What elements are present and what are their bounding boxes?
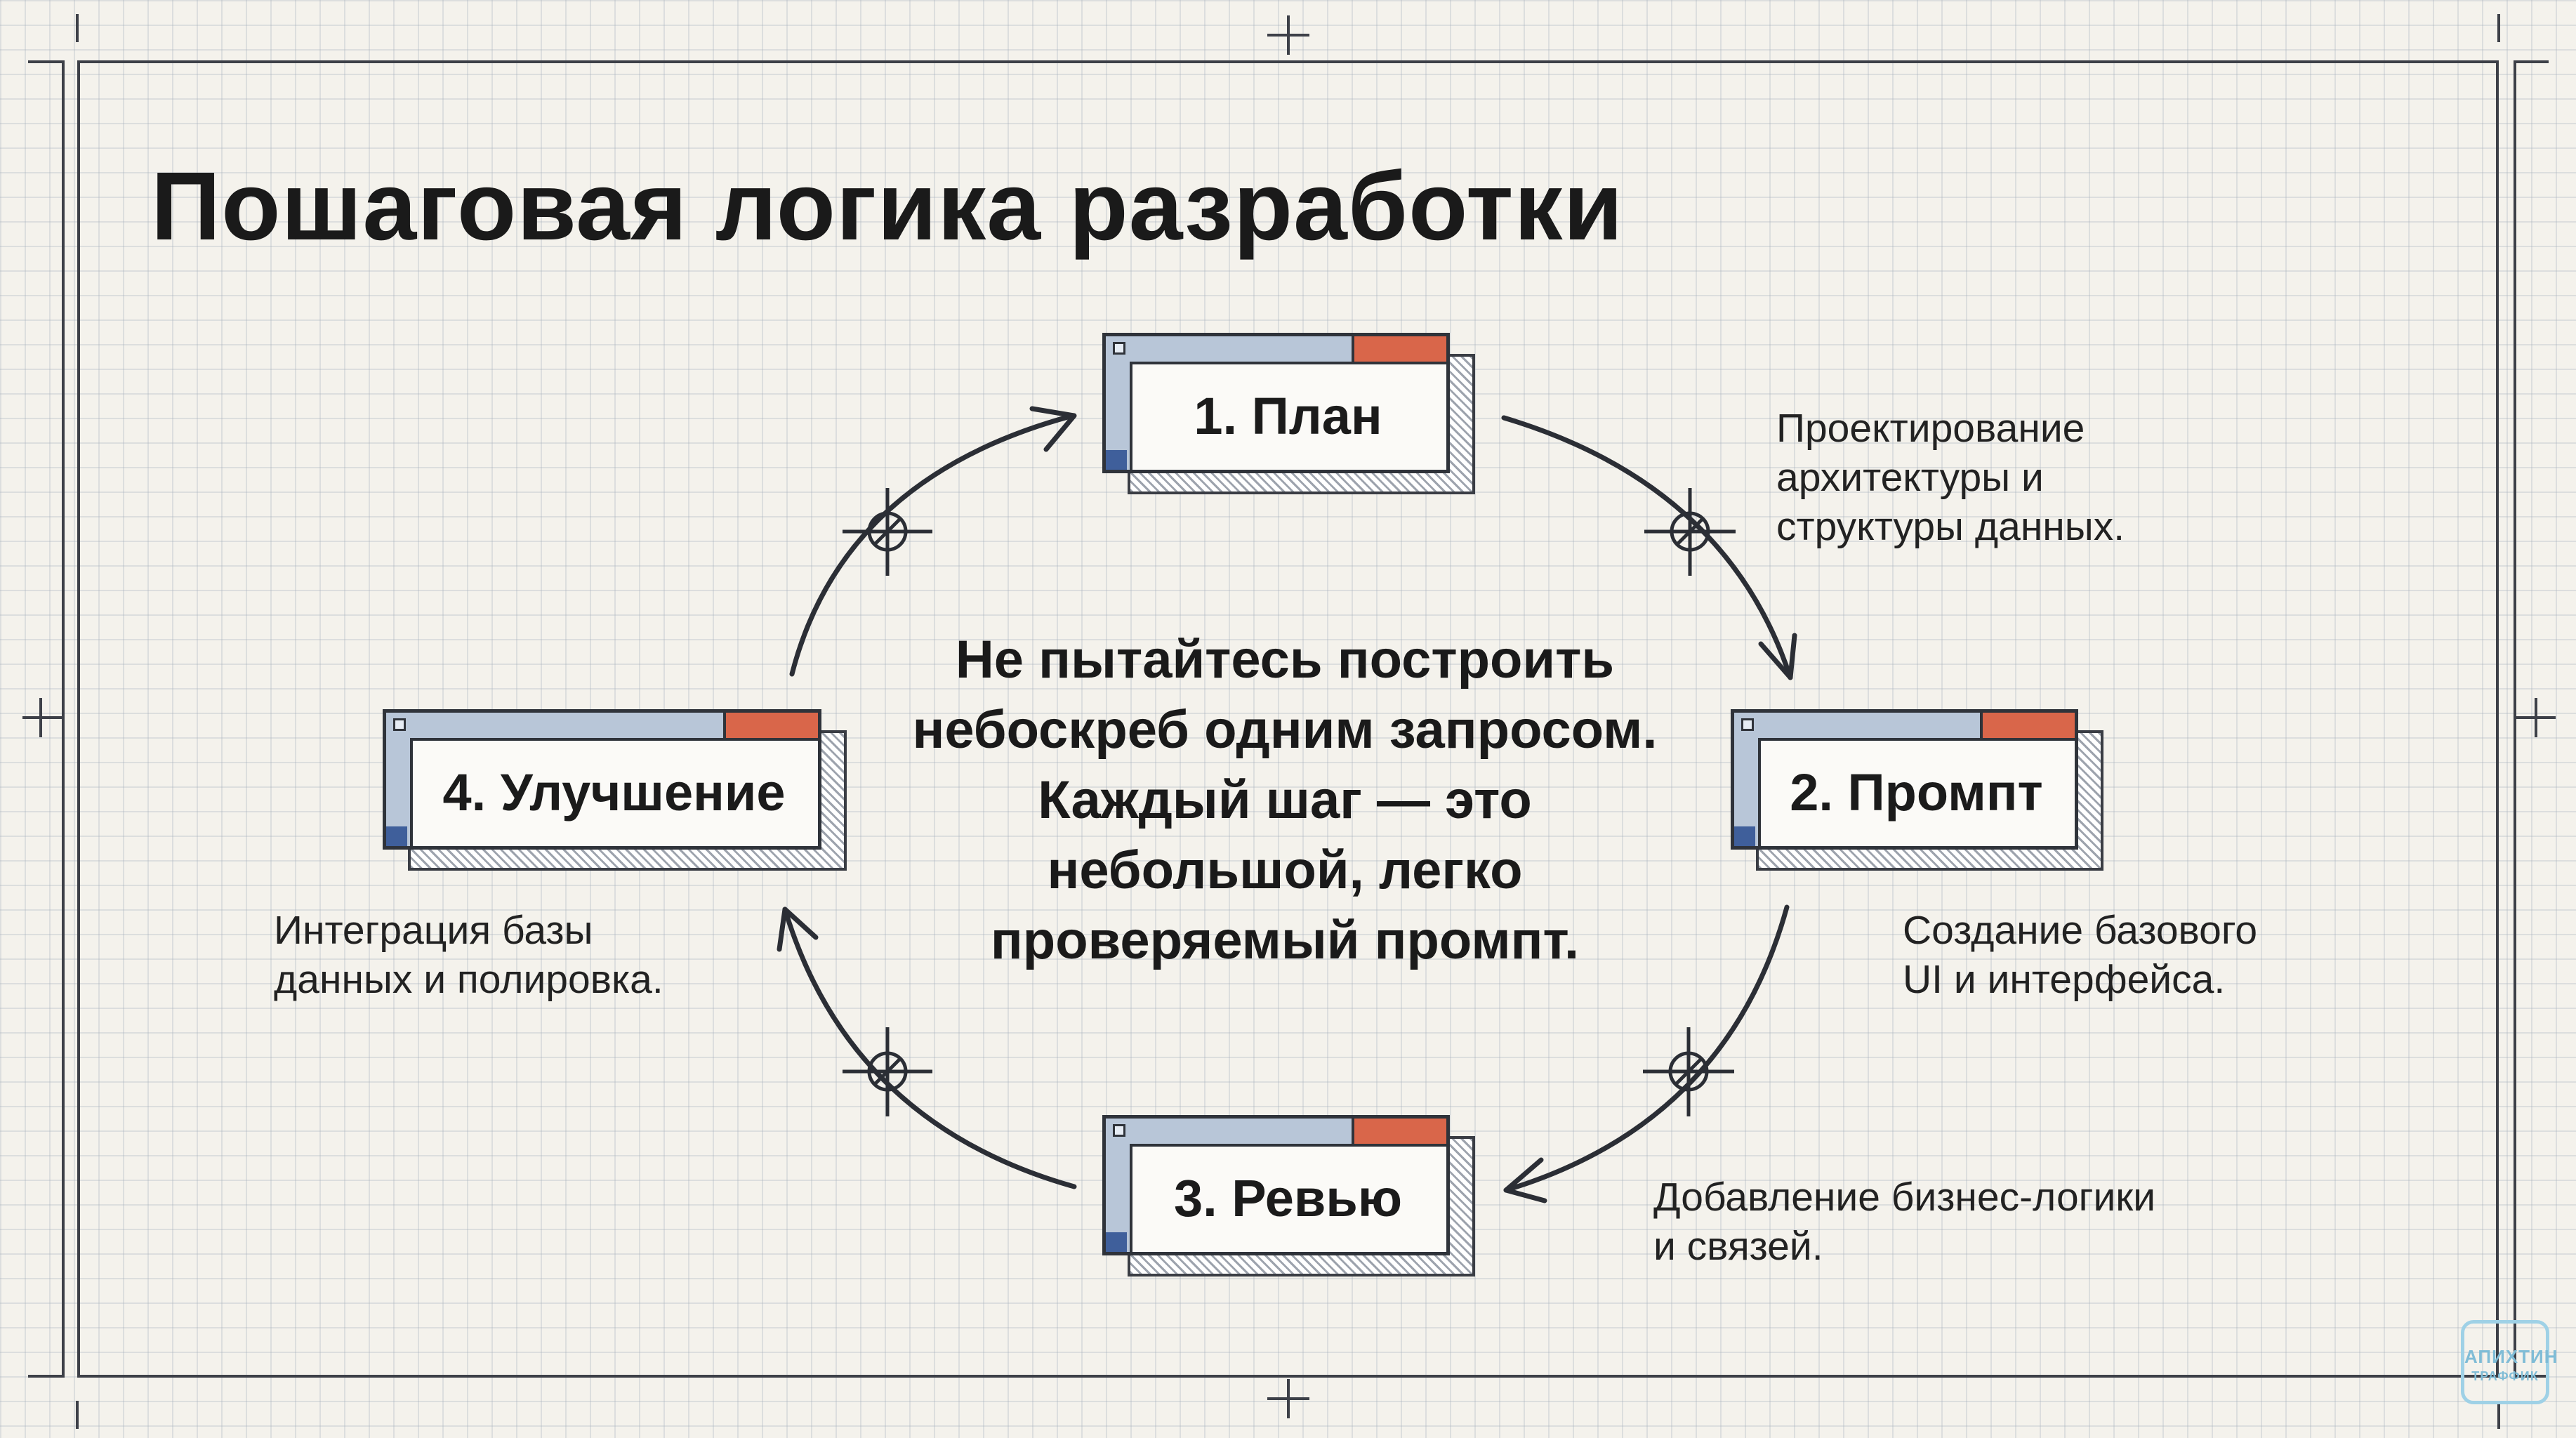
registration-cross-top bbox=[1267, 15, 1309, 55]
window-body: 1. План bbox=[1102, 333, 1450, 473]
arrow-plan-to-prompt-head bbox=[1758, 633, 1797, 680]
arrow-improve-to-plan-head bbox=[1029, 406, 1077, 452]
sidebar-tip bbox=[1106, 1232, 1127, 1252]
window-sidebar bbox=[386, 738, 413, 846]
window-body: 4. Улучшение bbox=[383, 709, 821, 850]
step-plan-description: Проектирование архитектуры и структуры д… bbox=[1776, 406, 2125, 549]
step-label: 2. Промпт bbox=[1790, 763, 2043, 822]
frame-tick-top-left bbox=[76, 14, 79, 42]
frame-tick-left-bottom bbox=[28, 1375, 63, 1378]
frame-tick-left-top bbox=[28, 60, 63, 63]
sidebar-tip bbox=[1106, 450, 1127, 470]
window-titlebar bbox=[1106, 336, 1446, 364]
window-menu-icon bbox=[1113, 342, 1125, 355]
frame-tick-top-right bbox=[2497, 14, 2500, 42]
frame-tick-right-bottom bbox=[2514, 1375, 2549, 1378]
step-plan-window: 1. План bbox=[1102, 333, 1475, 494]
window-close-icon bbox=[1352, 1119, 1446, 1144]
window-close-icon bbox=[723, 713, 818, 738]
frame-tick-bottom-right bbox=[2497, 1401, 2500, 1429]
sidebar-tip bbox=[386, 826, 407, 846]
window-sidebar bbox=[1734, 738, 1761, 846]
step-label: 3. Ревью bbox=[1173, 1168, 1403, 1227]
step-prompt-description: Создание базового UI и интерфейса. bbox=[1903, 908, 2258, 1002]
frame-tick-right-top bbox=[2514, 60, 2549, 63]
window-titlebar bbox=[1106, 1119, 1446, 1147]
crosshair-bottom-left bbox=[843, 1027, 932, 1116]
arrow-plan-to-prompt bbox=[1501, 415, 1793, 680]
crosshair-top-right bbox=[1644, 488, 1736, 576]
page-title: Пошаговая логика разработки bbox=[151, 152, 1624, 260]
window-body: 3. Ревью bbox=[1102, 1115, 1450, 1255]
center-message: Не пытайтесь построить небоскреб одним з… bbox=[912, 630, 1658, 970]
arrow-review-to-improve bbox=[782, 906, 1077, 1189]
arrow-prompt-to-review-head bbox=[1503, 1157, 1547, 1203]
window-menu-icon bbox=[1113, 1124, 1125, 1137]
window-sidebar bbox=[1106, 362, 1132, 470]
window-sidebar bbox=[1106, 1144, 1132, 1252]
registration-cross-right bbox=[2514, 698, 2556, 737]
crosshair-bottom-right bbox=[1643, 1027, 1734, 1116]
frame-tick-bottom-left bbox=[76, 1401, 79, 1429]
registration-cross-left bbox=[22, 698, 65, 737]
watermark-line2: ТРАФФИК bbox=[2471, 1369, 2539, 1383]
step-review-description: Добавление бизнес-логики и связей. bbox=[1653, 1175, 2156, 1269]
watermark-logo: АПИХТИН ТРАФФИК bbox=[2461, 1320, 2558, 1404]
blueprint-frame bbox=[77, 60, 2499, 1378]
window-menu-icon bbox=[393, 718, 406, 731]
window-menu-icon bbox=[1741, 718, 1754, 731]
window-close-icon bbox=[1980, 713, 2075, 738]
step-review-window: 3. Ревью bbox=[1102, 1115, 1475, 1277]
window-body: 2. Промпт bbox=[1731, 709, 2078, 850]
step-prompt-window: 2. Промпт bbox=[1731, 709, 2103, 871]
step-improve-description: Интеграция базы данных и полировка. bbox=[274, 908, 663, 1002]
step-label: 4. Улучшение bbox=[442, 763, 786, 822]
sidebar-tip bbox=[1734, 826, 1755, 846]
arrow-review-to-improve-head bbox=[777, 906, 819, 952]
window-close-icon bbox=[1352, 336, 1446, 362]
watermark-line1: АПИХТИН bbox=[2464, 1346, 2558, 1367]
registration-cross-bottom bbox=[1267, 1379, 1309, 1418]
step-improve-window: 4. Улучшение bbox=[383, 709, 847, 871]
crosshair-top-left bbox=[843, 488, 932, 576]
step-label: 1. План bbox=[1194, 386, 1382, 445]
window-titlebar bbox=[386, 713, 818, 741]
window-titlebar bbox=[1734, 713, 2075, 741]
arrow-prompt-to-review bbox=[1503, 904, 1790, 1193]
